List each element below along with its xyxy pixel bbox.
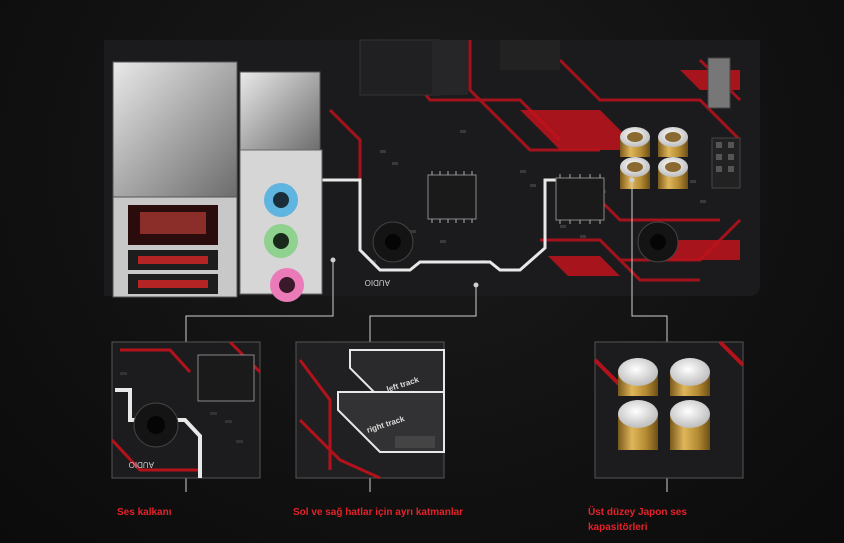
detail-panel-capacitors bbox=[593, 340, 745, 479]
audio-codec-chip bbox=[427, 171, 477, 223]
audio-pcb-label: AUDIO bbox=[129, 460, 154, 469]
lan-usb-port-stack bbox=[112, 61, 238, 298]
audio-jack-stack bbox=[239, 71, 323, 302]
audio-capacitor-cluster bbox=[620, 127, 688, 189]
audio-pcb-label: AUDIO bbox=[365, 278, 390, 287]
callout-lines bbox=[185, 177, 668, 492]
caption-audio-shield: Ses kalkanı bbox=[117, 507, 172, 518]
caption-japanese-capacitors: Üst düzey Japon ses kapasitörleri bbox=[588, 507, 687, 533]
mounting-hole bbox=[372, 221, 414, 263]
mounting-hole bbox=[637, 221, 679, 263]
audio-shield-line bbox=[320, 178, 590, 272]
caption-separate-layers: Sol ve sağ hatlar için ayrı katmanlar bbox=[293, 507, 464, 518]
detail-panel-layers bbox=[295, 341, 445, 480]
io-controller-chip bbox=[555, 174, 605, 224]
detail-panel-audio-shield: AUDIO bbox=[110, 340, 262, 479]
